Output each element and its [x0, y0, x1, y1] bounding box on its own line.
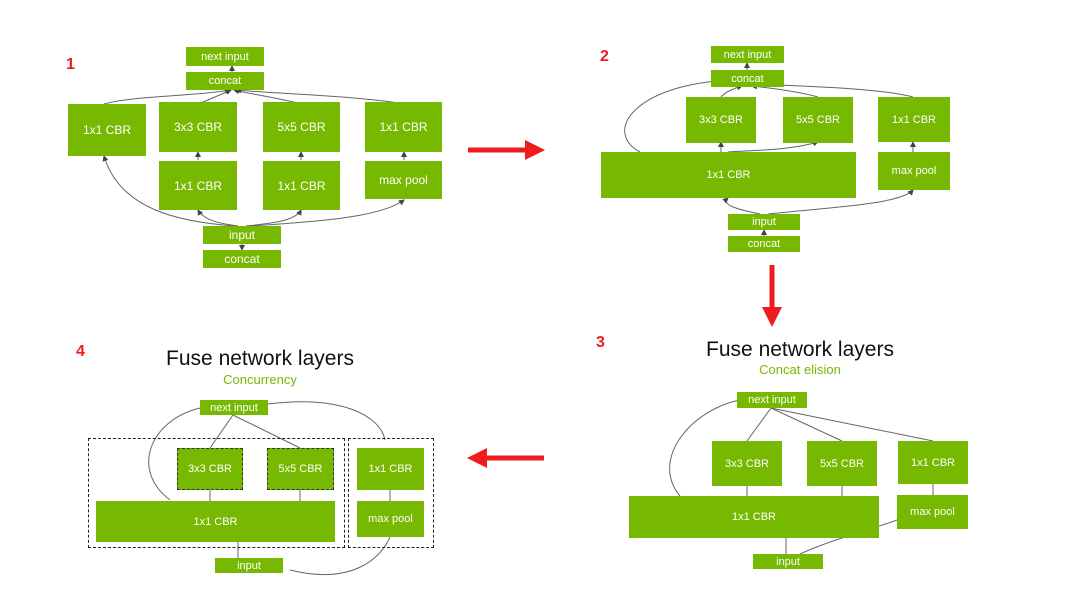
step2-1x1-cbr-right: 1x1 CBR: [878, 97, 950, 142]
step3-subtitle: Concat elision: [759, 362, 841, 377]
step3-input: input: [753, 554, 823, 569]
step4-1x1-cbr-wide: 1x1 CBR: [96, 501, 335, 542]
step1-1x1-cbr-a: 1x1 CBR: [159, 161, 237, 210]
step3-title: Fuse network layers: [706, 338, 894, 361]
step3-5x5-cbr: 5x5 CBR: [807, 441, 877, 486]
step1-next-input: next input: [186, 47, 264, 66]
step2-1x1-cbr-wide: 1x1 CBR: [601, 152, 856, 198]
step1-max-pool: max pool: [365, 161, 442, 199]
step3-3x3-cbr: 3x3 CBR: [712, 441, 782, 486]
transition-arrows: [467, 140, 782, 468]
step1-1x1-cbr-left: 1x1 CBR: [68, 104, 146, 156]
step4-1x1-cbr-right: 1x1 CBR: [357, 448, 424, 490]
step-3-label: 3: [596, 334, 605, 351]
step4-input: input: [215, 558, 283, 573]
step1-5x5-cbr: 5x5 CBR: [263, 102, 340, 152]
step2-max-pool: max pool: [878, 152, 950, 190]
step4-title: Fuse network layers: [166, 347, 354, 370]
step4-next-input: next input: [200, 400, 268, 415]
step1-1x1-cbr-right: 1x1 CBR: [365, 102, 442, 152]
step4-subtitle: Concurrency: [223, 372, 297, 387]
step4-5x5-cbr: 5x5 CBR: [267, 448, 334, 490]
step1-concat-top: concat: [186, 72, 264, 90]
step3-1x1-cbr-right: 1x1 CBR: [898, 441, 968, 484]
step4-3x3-cbr: 3x3 CBR: [177, 448, 243, 490]
step1-concat-bottom: concat: [203, 250, 281, 268]
step2-input: input: [728, 214, 800, 230]
step2-concat-bottom: concat: [728, 236, 800, 252]
step1-input: input: [203, 226, 281, 244]
step4-concurrency-group-right: [348, 438, 434, 548]
step1-1x1-cbr-b: 1x1 CBR: [263, 161, 340, 210]
step2-5x5-cbr: 5x5 CBR: [783, 97, 853, 143]
step3-1x1-cbr-wide: 1x1 CBR: [629, 496, 879, 538]
step-2-label: 2: [600, 48, 609, 65]
step2-concat-top: concat: [711, 70, 784, 87]
step3-max-pool: max pool: [897, 495, 968, 529]
step1-3x3-cbr: 3x3 CBR: [159, 102, 237, 152]
step3-next-input: next input: [737, 392, 807, 408]
step-4-label: 4: [76, 343, 85, 360]
step-1-label: 1: [66, 56, 75, 73]
step2-next-input: next input: [711, 46, 784, 63]
step4-max-pool: max pool: [357, 501, 424, 537]
step4-concurrency-group-left: [88, 438, 345, 548]
step2-3x3-cbr: 3x3 CBR: [686, 97, 756, 143]
